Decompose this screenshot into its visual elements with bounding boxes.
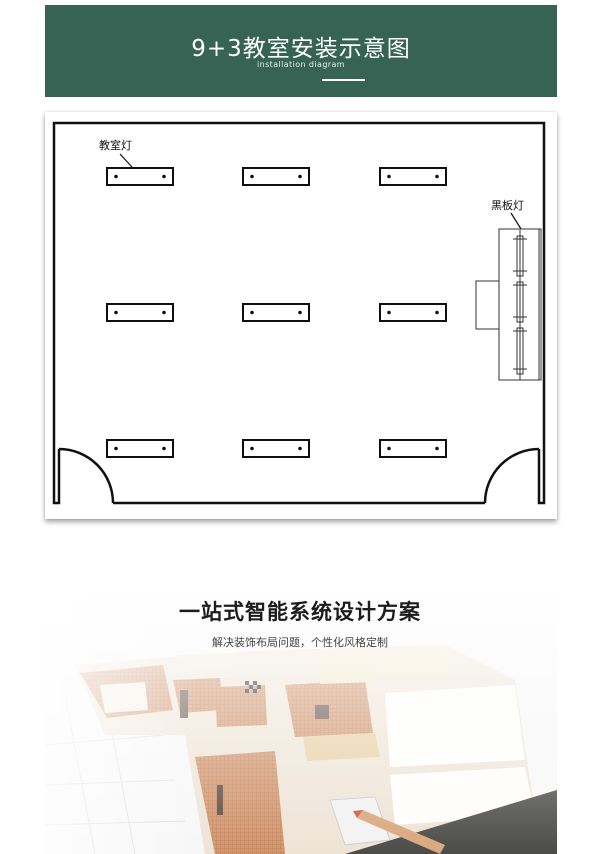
classroom-lights <box>106 167 447 458</box>
section-title: 一站式智能系统设计方案 <box>179 600 421 624</box>
installation-diagram: 教室灯 黑板灯 <box>45 112 557 519</box>
left-door-jamb <box>52 449 61 505</box>
page-title: 9+3教室安装示意图 <box>191 36 411 62</box>
title-underline <box>322 79 365 81</box>
floorplan-photo <box>45 585 557 854</box>
left-door-arc <box>58 447 115 504</box>
classroom-light-label: 教室灯 <box>99 138 132 152</box>
classroom-floorplan: 教室灯 黑板灯 <box>52 121 546 505</box>
section-subtitle: 解决装饰布局问题，个性化风格定制 <box>212 636 388 649</box>
right-door-arc <box>483 447 540 504</box>
right-door-jamb <box>537 449 546 505</box>
blackboard-lights <box>513 230 527 380</box>
blackboard-light-label: 黑板灯 <box>491 198 524 212</box>
podium <box>475 280 500 330</box>
light-mount-dots <box>114 174 439 451</box>
page-subtitle: installation diagram <box>257 60 345 69</box>
header-banner: 9+3教室安装示意图 installation diagram <box>45 5 557 97</box>
room-walls <box>52 121 546 449</box>
